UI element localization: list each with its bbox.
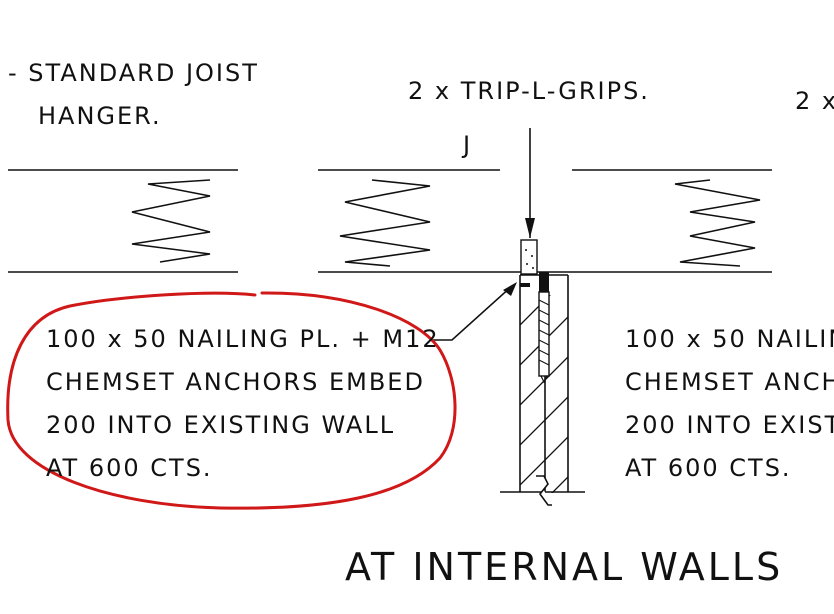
nailing-plate-note-right: 100 x 50 NAILIN CHEMSET ANCHO 200 INTO E… — [625, 318, 834, 490]
trip-grip-arrowhead — [525, 218, 535, 238]
nailing-plate — [520, 272, 549, 292]
detail-title: AT INTERNAL WALLS — [345, 545, 784, 589]
hanger-note-line-2: HANGER. — [38, 102, 162, 130]
hanger-note: - STANDARD JOIST HANGER. — [8, 52, 259, 138]
nailing-plate-note-right-line-2: CHEMSET ANCHO — [625, 368, 834, 396]
joist-right — [572, 169, 772, 273]
markup-highlight-ellipse — [6, 291, 457, 510]
trip-grip-note-partial: 2 x — [795, 87, 834, 115]
nailing-plate-note-line-3: 200 INTO EXISTING WALL — [46, 411, 396, 439]
trip-l-grip-bracket — [520, 239, 538, 275]
nailing-plate-note-line-4: AT 600 CTS. — [46, 454, 213, 482]
nailing-plate-note-right-line-1: 100 x 50 NAILIN — [625, 325, 834, 353]
trip-grip-note: 2 x TRIP-L-GRIPS. — [408, 77, 650, 105]
nailing-plate-note: 100 x 50 NAILING PL. + M12 CHEMSET ANCHO… — [46, 318, 440, 490]
hanger-note-line-1: - STANDARD JOIST — [8, 59, 259, 87]
m12-chemset-anchor — [538, 291, 550, 384]
nailing-plate-note-line-1: 100 x 50 NAILING PL. + M12 — [46, 325, 440, 353]
nailing-plate-leader — [432, 285, 513, 341]
joist-left — [8, 169, 238, 273]
joist-marker-label: J — [463, 131, 473, 159]
nailing-plate-arrowhead — [503, 282, 517, 296]
nailing-plate-note-line-2: CHEMSET ANCHORS EMBED — [46, 368, 425, 396]
nailing-plate-note-right-line-4: AT 600 CTS. — [625, 454, 792, 482]
nailing-plate-note-right-line-3: 200 INTO EXISTI — [625, 411, 834, 439]
